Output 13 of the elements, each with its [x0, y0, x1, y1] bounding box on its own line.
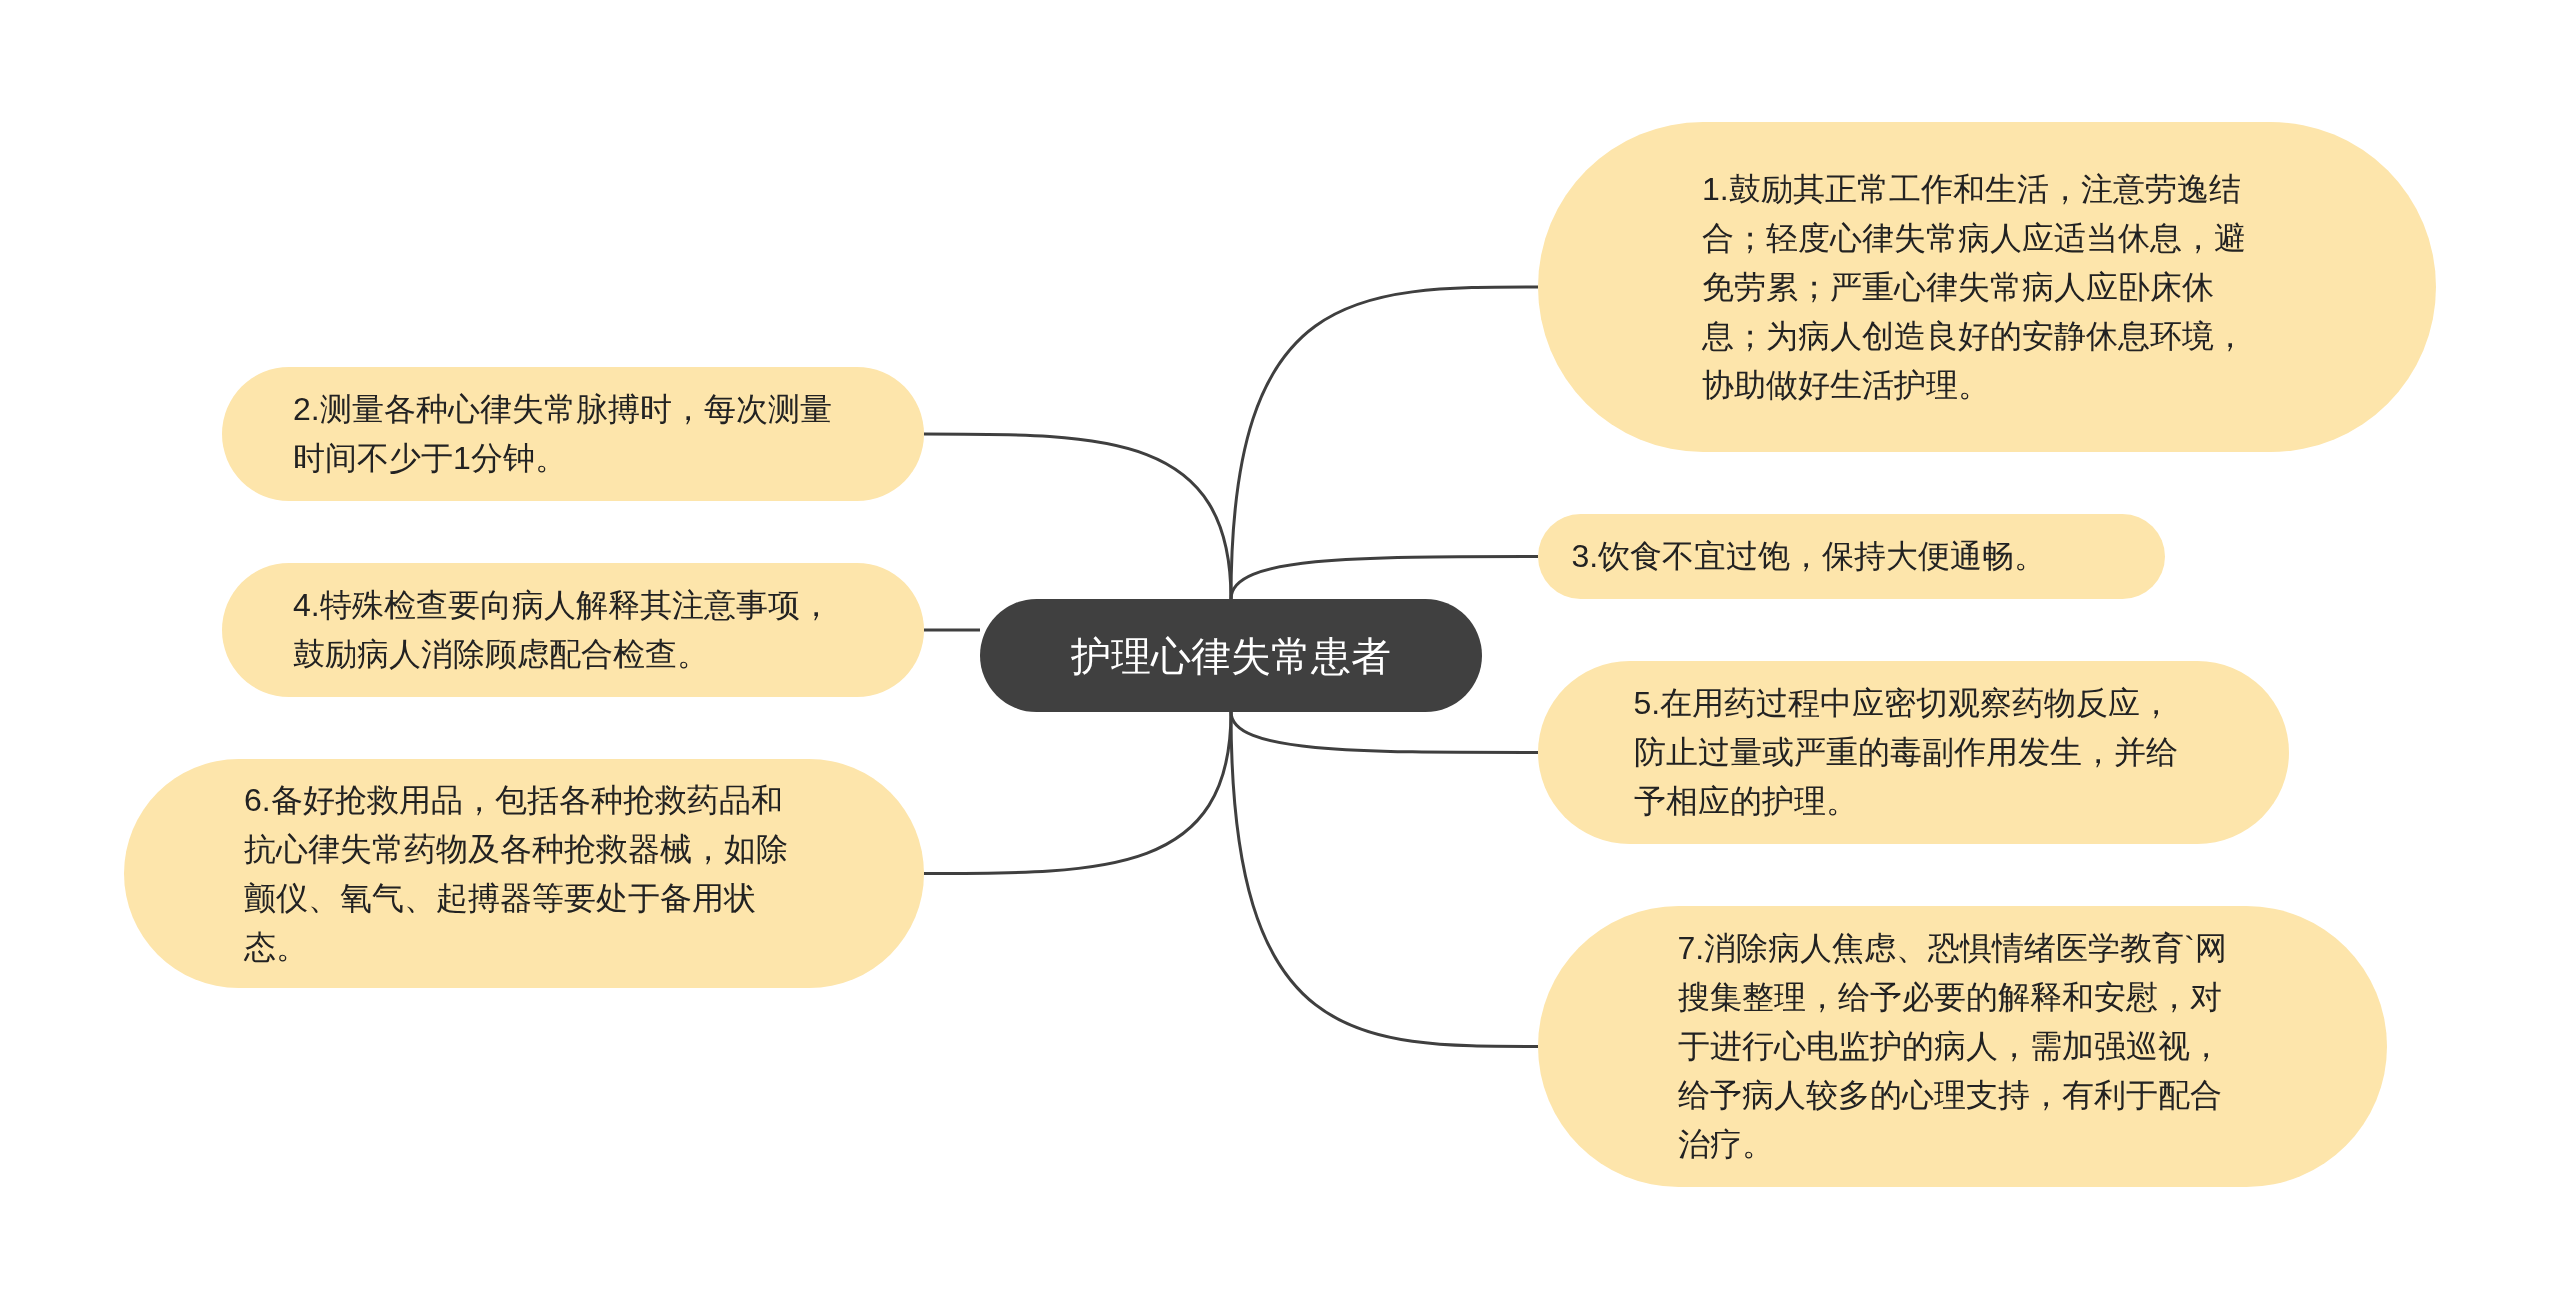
topic-text: 1.鼓励其正常工作和生活，注意劳逸结合；轻度心律失常病人应适当休息，避免劳累；严重心律失常病人应卧床休息；为病人创造良好的安静休息环境，协助做好生活护理。	[1702, 169, 2247, 405]
topic-text: 2.测量各种心律失常脉搏时，每次测量时间不少于1分钟。	[293, 390, 833, 478]
topic-text: 5.在用药过程中应密切观察药物反应，防止过量或严重的毒副作用发生，并给予相应的护理。	[1633, 684, 2179, 821]
topic-title: 护理心律失常患者	[1070, 632, 1392, 680]
connector-line	[1229, 555, 1538, 600]
topic-text: 3.饮食不宜过饱，保持大便通畅。	[1571, 537, 2048, 576]
topic-text: 7.消除病人焦虑、恐惧情绪医学教育`网搜集整理，给予必要的解释和安慰，对于进行心电监护的病人，需加强巡视，给予病人较多的心理支持，有利于配合治疗。	[1677, 929, 2228, 1164]
topic-text: 6.备好抢救用品，包括各种抢救药品和抗心律失常药物及各种抢救器械，如除颤仪、氧气、起搏器等要处于备用状态。	[244, 780, 789, 967]
connector-line	[924, 711, 1233, 875]
connector-line	[924, 628, 980, 632]
topic-text: 4.特殊检查要向病人解释其注意事项，鼓励病人消除顾虑配合检查。	[293, 586, 833, 674]
connector-line	[924, 432, 1233, 600]
connector-line	[1229, 711, 1538, 1048]
